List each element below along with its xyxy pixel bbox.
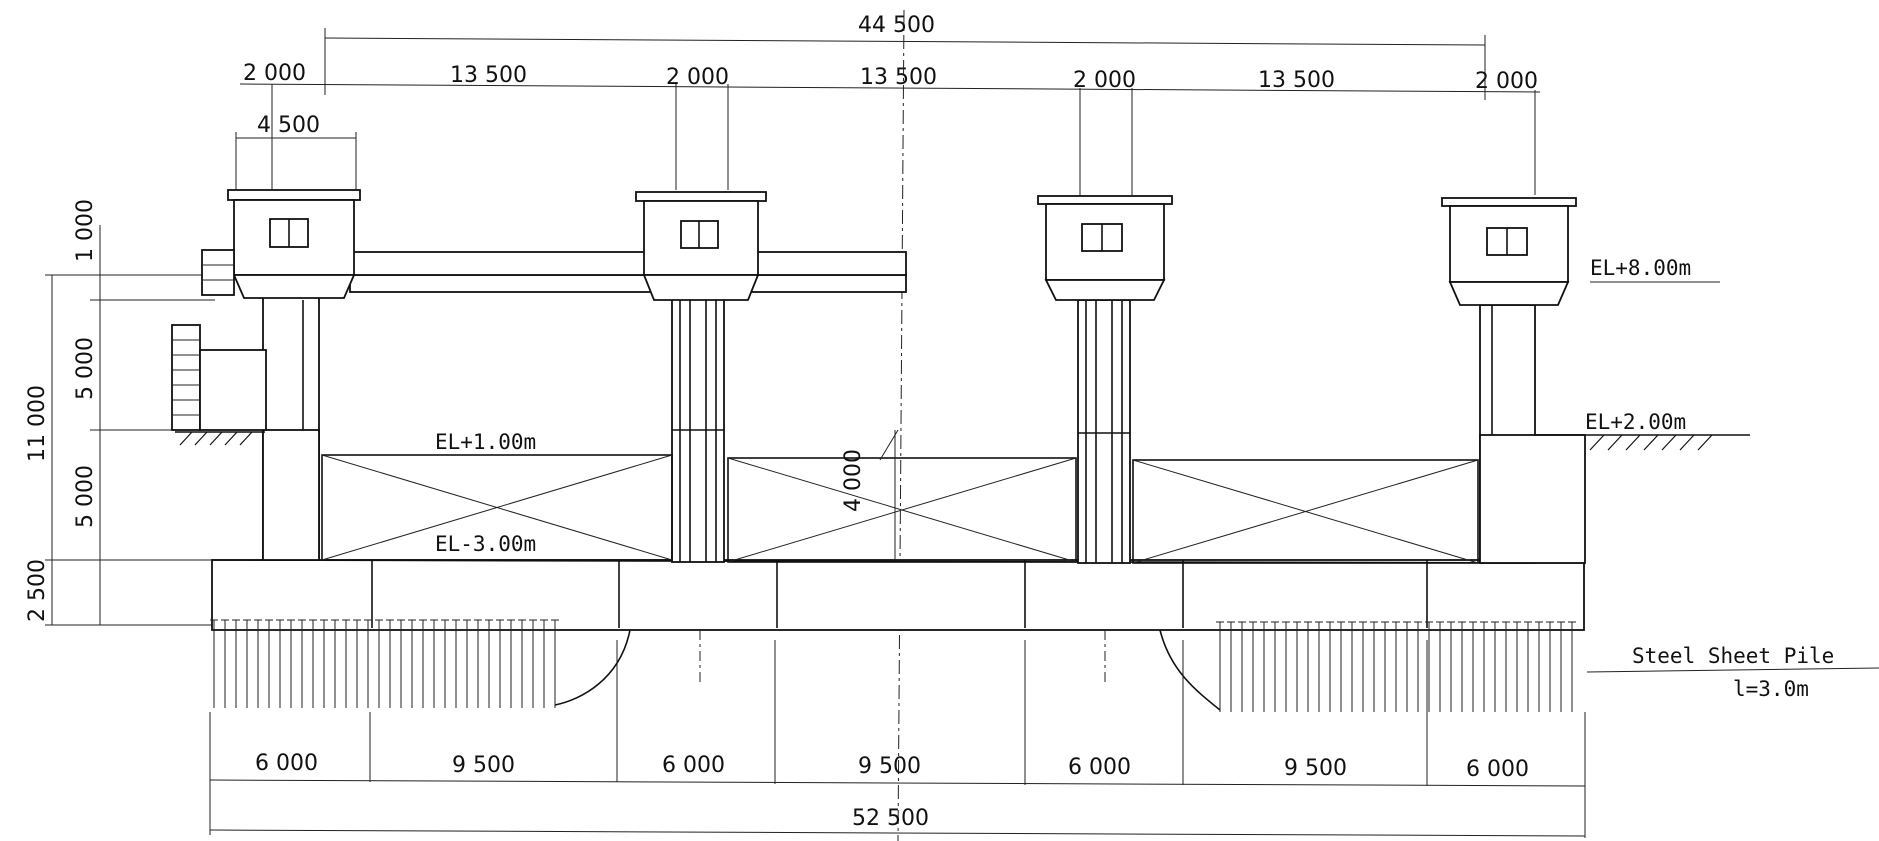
dim-bottom-span-7: 6 000 <box>1466 757 1529 782</box>
left-stairs <box>171 249 267 431</box>
label-el-gate-bottom: EL-3.00m <box>435 532 536 556</box>
label-el-top: EL+8.00m <box>1590 256 1691 280</box>
dim-bottom-span-6: 9 500 <box>1284 756 1347 781</box>
dim-left-total: 11 000 <box>25 385 50 462</box>
dim-top-span-1: 2 000 <box>243 61 306 86</box>
dim-left-2: 5 000 <box>73 337 98 400</box>
dim-bottom-total: 52 500 <box>852 806 929 831</box>
left-abutment-lower <box>262 429 320 561</box>
dim-top-total: 44 500 <box>858 13 935 38</box>
dim-bottom-span-1: 6 000 <box>255 751 318 776</box>
sheet-pile-note: Steel Sheet Pile l=3.0m <box>1586 644 1879 701</box>
elevation-labels: EL+8.00m EL+2.00m EL+1.00m EL-3.00m <box>435 256 1720 556</box>
dim-bottom-span-3: 6 000 <box>662 753 725 778</box>
label-el-ground: EL+2.00m <box>1585 410 1686 434</box>
dim-top-span-3: 2 000 <box>666 65 729 90</box>
gate-house-4 <box>1441 197 1577 306</box>
dim-top-span-2: 13 500 <box>450 63 527 88</box>
gate-house-2 <box>635 191 767 301</box>
pile-cut-left <box>554 629 631 706</box>
pile-cut-right <box>1159 629 1221 711</box>
sheet-pile-right <box>1216 621 1576 712</box>
gate-house-3 <box>1037 195 1173 301</box>
dim-left-4: 2 500 <box>25 559 50 622</box>
ground-left <box>175 431 265 446</box>
gate-2 <box>727 457 1077 563</box>
dim-house-width: 4 500 <box>257 113 320 138</box>
center-line <box>897 9 905 841</box>
bridge-deck <box>349 251 907 293</box>
dim-top-span-4: 13 500 <box>860 65 937 90</box>
foundation-slab <box>211 559 1585 631</box>
dim-gate-height: 4 000 <box>841 449 866 512</box>
dim-top-span-7: 2 000 <box>1475 69 1538 94</box>
gate-1 <box>321 454 673 561</box>
left-dimensions: 1 000 5 000 5 000 2 500 11 000 <box>25 199 265 626</box>
label-el-gate-top: EL+1.00m <box>435 430 536 454</box>
dim-top-span-6: 13 500 <box>1258 68 1335 93</box>
bottom-dimensions: 6 000 9 500 6 000 9 500 6 000 9 500 6 00… <box>209 640 1586 838</box>
gate-3 <box>1132 459 1479 564</box>
dim-bottom-span-5: 6 000 <box>1068 755 1131 780</box>
dim-left-3: 5 000 <box>73 465 98 528</box>
label-sheet-pile-length: l=3.0m <box>1733 677 1809 701</box>
top-dimensions: 44 500 2 000 13 500 2 000 13 500 2 000 1… <box>235 13 1541 195</box>
gate-house-1 <box>227 189 361 299</box>
dim-bottom-span-2: 9 500 <box>452 753 515 778</box>
pier-right-abutment <box>1479 304 1586 564</box>
sheet-pile-left <box>210 619 559 708</box>
ground-right <box>1535 434 1750 451</box>
dim-left-1: 1 000 <box>73 199 98 262</box>
pier-2 <box>671 297 725 563</box>
dim-top-span-5: 2 000 <box>1073 68 1136 93</box>
pier-3 <box>1077 299 1131 564</box>
label-sheet-pile: Steel Sheet Pile <box>1632 644 1834 668</box>
dim-bottom-span-4: 9 500 <box>858 754 921 779</box>
